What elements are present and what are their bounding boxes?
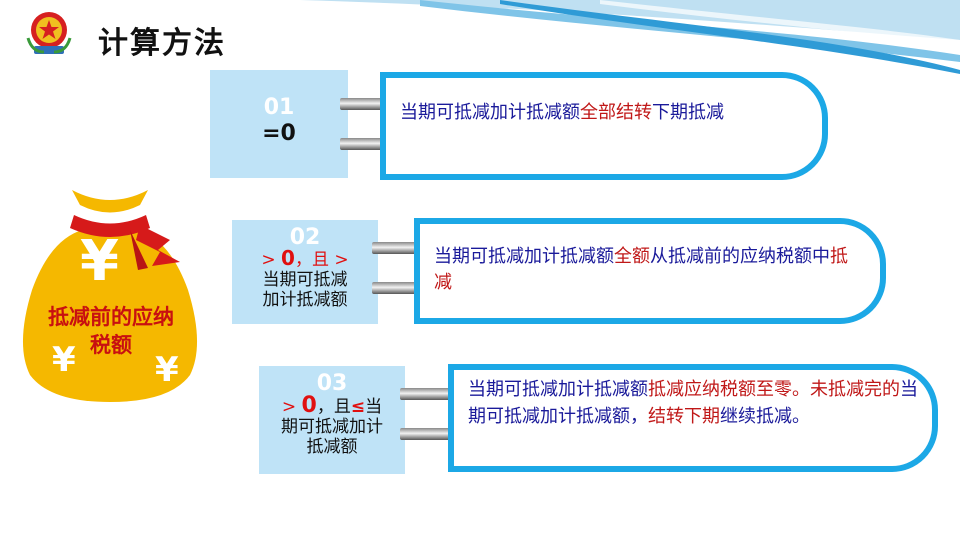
money-bag-icon — [22, 190, 198, 402]
case-02-label: 02 > 0，且 > 当期可抵减 加计抵减额 — [232, 220, 378, 324]
case-02-condition-line2: 当期可抵减 — [262, 270, 348, 290]
case-03-number: 03 — [316, 371, 348, 396]
money-bag-label-line1: 抵减前的应纳 — [48, 305, 174, 329]
case-03-lte-sign: ≤ — [350, 397, 366, 417]
yuan-symbol-left: ¥ — [52, 340, 76, 380]
case-03-gt-sign: > — [281, 397, 302, 417]
case-02-connector-bottom — [372, 282, 424, 294]
case-03-condition-line2: 期可抵减加计 — [281, 417, 383, 437]
case-01-label: 01 =0 — [210, 70, 348, 178]
case-03-connector-top — [400, 388, 462, 400]
case-01-text-highlight: 全部结转 — [580, 102, 652, 123]
case-03-text: 当期可抵减加计抵减额抵减应纳税额至零。未抵减完的当期可抵减加计抵减额，结转下期继… — [468, 376, 920, 430]
money-bag-label-line2: 税额 — [90, 333, 132, 357]
case-01-callout: 当期可抵减加计抵减额全部结转下期抵减 — [380, 72, 828, 180]
yuan-symbol-right: ¥ — [155, 350, 179, 390]
case-02-zero: 0 — [281, 246, 295, 270]
case-02-callout: 当期可抵减加计抵减额全额从抵减前的应纳税额中抵减 — [414, 218, 886, 324]
case-02-gt-sign: > — [261, 250, 282, 270]
yuan-symbol-large: ¥ — [80, 229, 119, 294]
case-01-text-part2: 下期抵减 — [652, 102, 724, 123]
header-wave-decoration — [300, 0, 960, 74]
case-02-condition: > 0，且 > — [232, 248, 378, 270]
case-02-condition-line3: 加计抵减额 — [262, 290, 348, 310]
case-03-condition: > 0，且≤当 — [259, 393, 405, 418]
case-03-callout: 当期可抵减加计抵减额抵减应纳税额至零。未抵减完的当期可抵减加计抵减额，结转下期继… — [448, 364, 938, 472]
money-bag-label: 抵减前的应纳 税额 — [26, 303, 196, 359]
page-title: 计算方法 — [98, 26, 226, 61]
case-01-connector-top — [340, 98, 392, 110]
case-03-cond-dang: 当 — [365, 397, 383, 417]
tax-emblem-icon — [26, 12, 72, 54]
case-03-text-part2: 当期可抵减加计抵减额， — [468, 379, 918, 427]
case-03-label: 03 > 0，且≤当 期可抵减加计 抵减额 — [259, 366, 405, 474]
case-03-text-part3: 继续抵减。 — [720, 406, 810, 427]
case-02-connector-top — [372, 242, 424, 254]
case-03-zero: 0 — [301, 393, 317, 418]
case-03-condition-line3: 抵减额 — [306, 437, 358, 457]
case-01-connector-bottom — [340, 138, 392, 150]
case-03-and: ，且 — [316, 397, 351, 417]
case-02-text-part1: 当期可抵减加计抵减额 — [434, 246, 614, 267]
case-01-condition: =0 — [262, 121, 296, 146]
case-02-text-highlight2: 抵减 — [434, 246, 848, 293]
case-02-number: 02 — [289, 225, 321, 250]
case-01-text: 当期可抵减加计抵减额全部结转下期抵减 — [400, 100, 810, 126]
case-02-text-highlight1: 全额 — [614, 246, 650, 267]
case-03-connector-bottom — [400, 428, 462, 440]
case-03-text-highlight1: 抵减应纳税额至零。未抵减完的 — [648, 379, 900, 400]
case-01-text-part1: 当期可抵减加计抵减额 — [400, 102, 580, 123]
case-01-number: 01 — [263, 95, 295, 120]
case-02-text: 当期可抵减加计抵减额全额从抵减前的应纳税额中抵减 — [434, 244, 864, 296]
case-03-text-part1: 当期可抵减加计抵减额 — [468, 379, 648, 400]
case-02-and-gt: ，且 > — [294, 250, 349, 270]
case-03-text-highlight2: 结转下期 — [648, 406, 720, 427]
case-02-text-part2: 从抵减前的应纳税额中 — [650, 246, 830, 267]
